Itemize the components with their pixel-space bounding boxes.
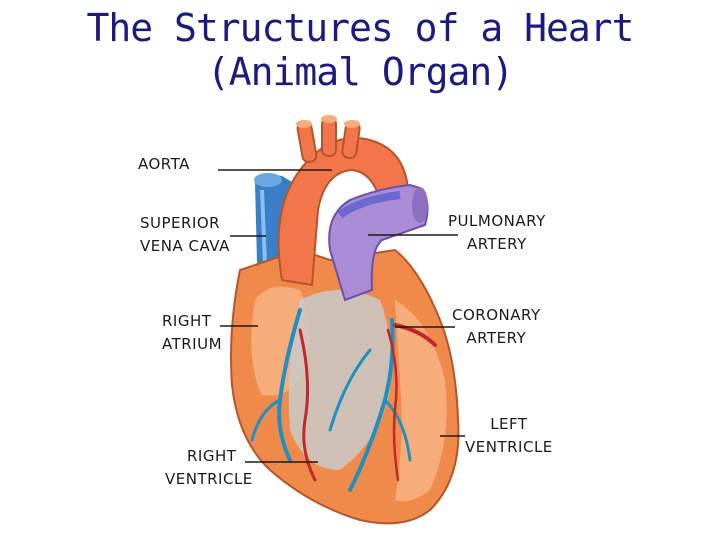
label-superior-vena-cava-line-1: SUPERIOR xyxy=(140,214,221,232)
label-right-ventricle-line-2: VENTRICLE xyxy=(165,470,253,488)
label-right-atrium-line-1: RIGHT xyxy=(162,312,212,330)
pulmonary-artery-shape xyxy=(328,183,429,302)
aorta-shape xyxy=(277,115,410,287)
label-aorta: AORTA xyxy=(138,153,190,176)
label-coronary-artery: CORONARY ARTERY xyxy=(452,304,541,350)
label-pulmonary-artery: PULMONARY ARTERY xyxy=(448,210,546,256)
label-right-atrium: RIGHT ATRIUM xyxy=(162,310,222,356)
label-right-atrium-line-2: ATRIUM xyxy=(162,335,223,353)
label-coronary-artery-line-1: CORONARY xyxy=(452,306,541,324)
label-superior-vena-cava: SUPERIOR VENA CAVA xyxy=(140,212,230,258)
leader-lines xyxy=(218,169,465,463)
title-line-1: The Structures of a Heart xyxy=(86,6,635,50)
title-line-2: (Animal Organ) xyxy=(206,50,514,94)
label-left-ventricle-line-1: LEFT xyxy=(490,415,528,433)
label-right-ventricle: RIGHT VENTRICLE xyxy=(165,445,253,491)
label-left-ventricle-line-2: VENTRICLE xyxy=(465,438,553,456)
page-title: The Structures of a Heart (Animal Organ) xyxy=(0,6,720,94)
label-left-ventricle: LEFT VENTRICLE xyxy=(465,413,553,459)
label-pulmonary-artery-line-1: PULMONARY xyxy=(448,212,546,230)
label-right-ventricle-line-1: RIGHT xyxy=(187,447,237,465)
coronary-vessels xyxy=(250,308,437,492)
label-aorta-line-1: AORTA xyxy=(138,155,190,173)
label-pulmonary-artery-line-2: ARTERY xyxy=(466,235,527,253)
label-coronary-artery-line-2: ARTERY xyxy=(466,329,527,347)
label-superior-vena-cava-line-2: VENA CAVA xyxy=(140,237,230,255)
